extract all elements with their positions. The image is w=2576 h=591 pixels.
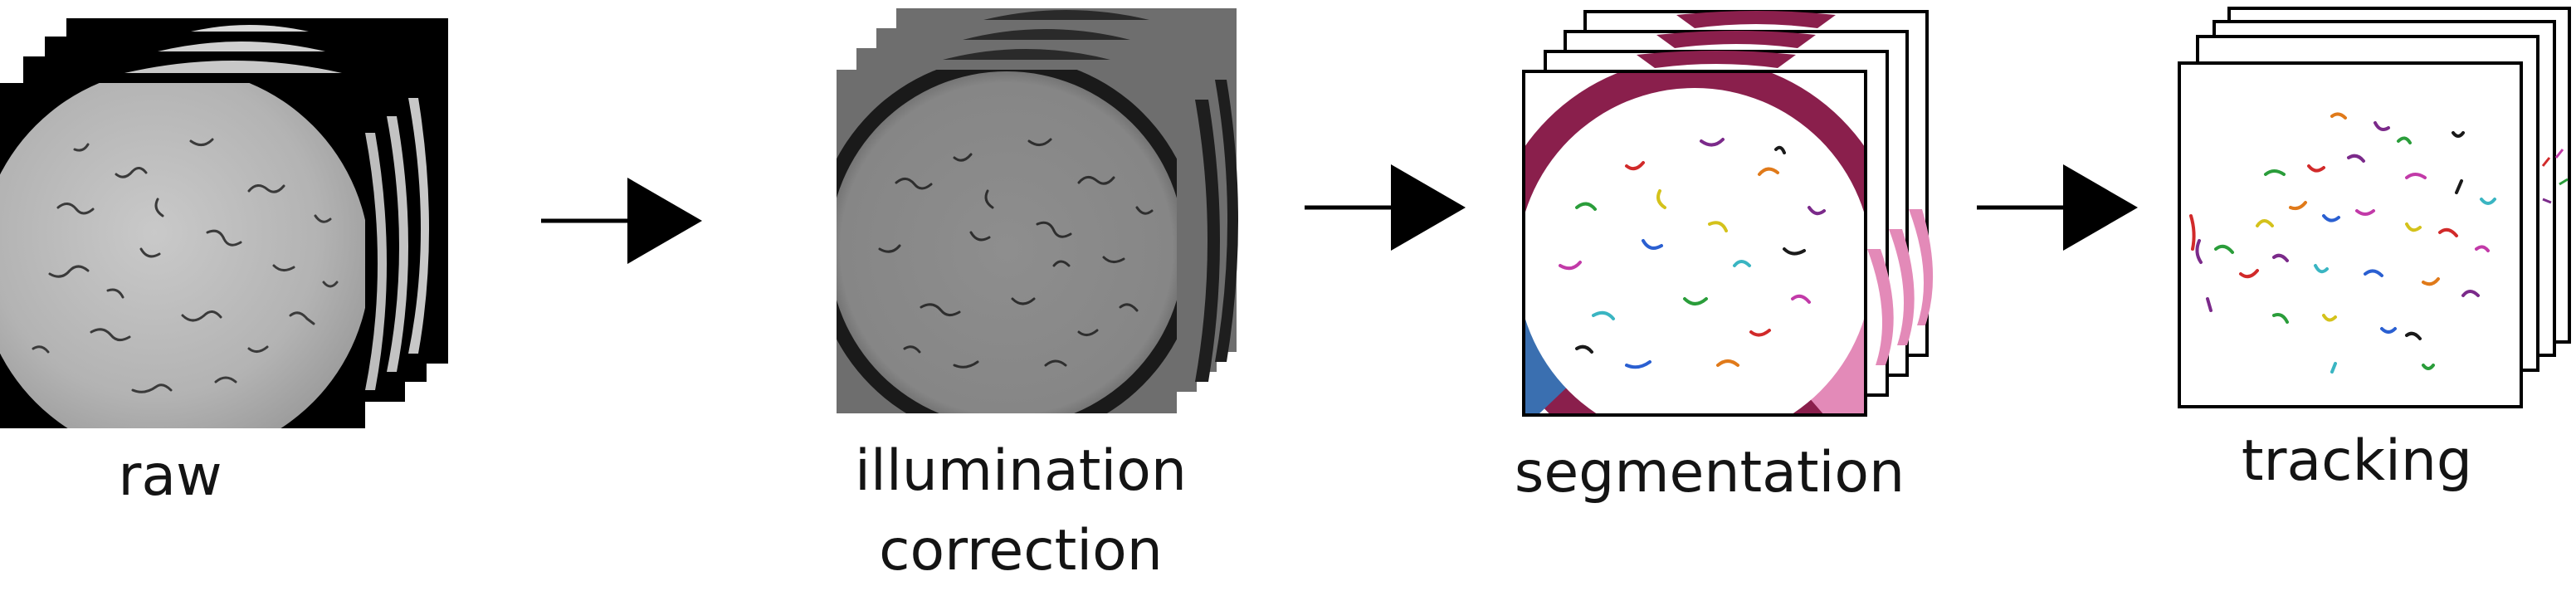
- right-arrow-icon: [541, 178, 702, 264]
- caption-illumination-line-2: correction: [879, 518, 1163, 584]
- caption-illumination-line-1: illumination: [855, 438, 1187, 504]
- raw-worms: [32, 138, 339, 393]
- caption-segmentation: segmentation: [1486, 433, 1934, 513]
- track-trajectories: [2189, 112, 2496, 374]
- track-side-marks: [2541, 149, 2569, 204]
- raw-image-stack: [0, 18, 448, 428]
- segmentation-image-stack: [1522, 10, 1934, 417]
- illum-worms: [878, 138, 1154, 369]
- caption-segmentation-line-1: segmentation: [1514, 440, 1905, 506]
- tracking-image-stack: [2178, 7, 2571, 408]
- right-arrow-icon: [1977, 164, 2138, 251]
- right-arrow-icon: [1305, 164, 1466, 251]
- illum-dish: [837, 71, 1177, 413]
- caption-raw: raw: [50, 437, 290, 516]
- caption-raw-line-1: raw: [118, 443, 222, 509]
- illumination-image-stack: [837, 8, 1238, 413]
- seg-dish: [1524, 88, 1866, 415]
- raw-dish: [0, 83, 365, 428]
- caption-tracking: tracking: [2158, 422, 2556, 501]
- seg-worms: [1559, 138, 1826, 369]
- caption-tracking-line-1: tracking: [2241, 428, 2473, 494]
- track-frame-front: [2178, 61, 2523, 408]
- caption-illumination-correction: illumination correction: [747, 432, 1295, 591]
